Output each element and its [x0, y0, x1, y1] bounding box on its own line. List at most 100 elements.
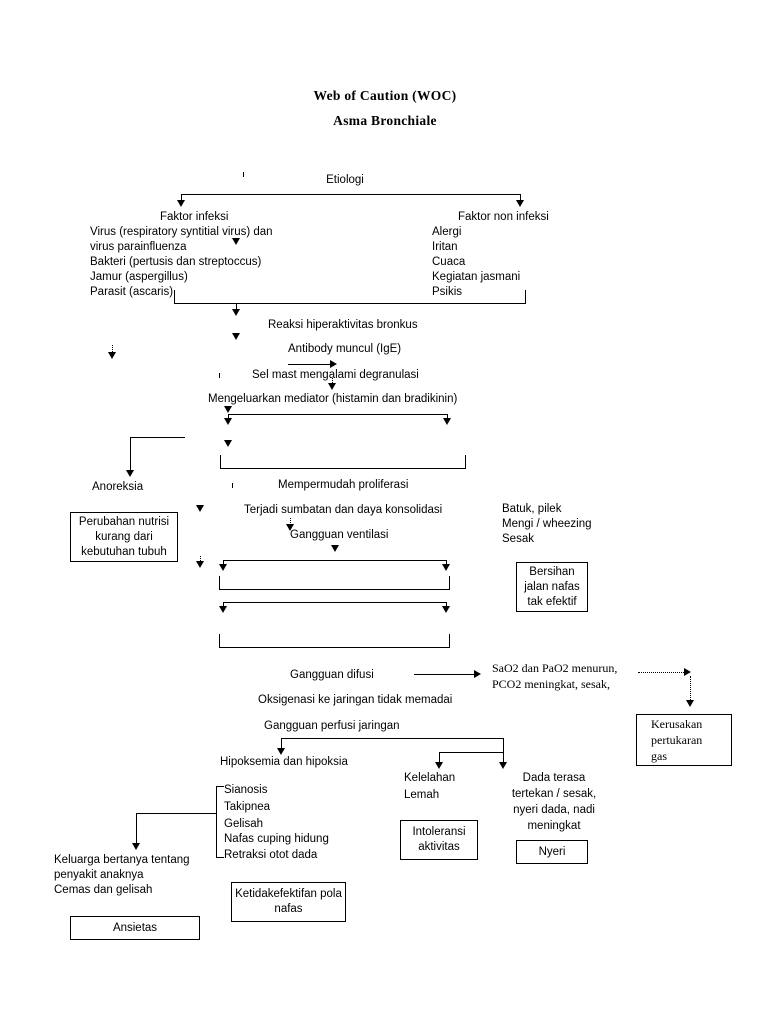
node-kelelahan-line-1: Kelelahan: [404, 772, 456, 784]
node-faktor-infeksi: Faktor infeksi: [160, 211, 229, 223]
connector-dotted-stray-loop1: [200, 556, 201, 563]
stray-tick-proliferasi: [232, 483, 233, 488]
arrowhead-ventilasi-down: [331, 545, 339, 552]
diagnosis-ketidakefektifan-pola-nafas[interactable]: Ketidakefektifan pola nafas: [231, 882, 346, 922]
list-item-infeksi-3: Jamur (aspergillus): [90, 271, 188, 283]
list-item-infeksi-1: virus parainfluenza: [90, 241, 187, 253]
list-item-tanda-4: Retraksi otot dada: [224, 849, 318, 861]
arrowhead-antibody: [232, 333, 240, 340]
connector-merge-stem: [236, 304, 237, 311]
connector-dada-stem: [503, 752, 504, 764]
node-sao2-line-2: PCO2 meningkat, sesak,: [492, 677, 610, 691]
node-gangguan-ventilasi: Gangguan ventilasi: [290, 529, 389, 541]
diagnosis-intoleransi-aktivitas[interactable]: Intoleransi aktivitas: [400, 820, 478, 860]
connector-dotted-sel-mast: [332, 378, 333, 385]
arrowhead-loop1-left: [219, 564, 227, 571]
arrowhead-stray-infeksi: [232, 238, 240, 245]
diagnosis-kerusakan-pertukaran-gas[interactable]: Kerusakan pertukaran gas: [636, 714, 732, 766]
node-antibody-muncul: Antibody muncul (IgE): [288, 343, 402, 355]
connector-etiologi-split: [181, 194, 521, 195]
connector-mediator-split: [228, 414, 448, 415]
connector-loop2-top: [223, 602, 447, 603]
list-item-tanda-0: Sianosis: [224, 784, 268, 796]
connector-keluarga-stem: [136, 813, 137, 846]
stray-tick-sel-mast: [219, 373, 220, 378]
connector-loop1-right-stem: [446, 560, 447, 566]
node-sel-mast: Sel mast mengalami degranulasi: [252, 369, 419, 381]
arrowhead-keluarga: [132, 843, 140, 850]
diagnosis-perubahan-nutrisi[interactable]: Perubahan nutrisi kurang dari kebutuhan …: [70, 512, 178, 562]
connector-loop2-left-stem: [223, 602, 224, 608]
list-item-tanda-1: Takipnea: [224, 801, 271, 813]
arrowhead-proliferasi-feed: [224, 440, 232, 447]
list-item-keluarga-2: Cemas dan gelisah: [54, 884, 153, 896]
list-item-infeksi-2: Bakteri (pertusis dan streptoccus): [90, 256, 262, 268]
arrowhead-hipoksemia: [277, 748, 285, 755]
diagnosis-bersihan-jalan-nafas[interactable]: Bersihan jalan nafas tak efektif: [516, 562, 588, 612]
arrowhead-mediator-left: [224, 418, 232, 425]
node-sao2-line-1: SaO2 dan PaO2 menurun,: [492, 661, 618, 675]
arrowhead-dotted-stray-loop1: [196, 561, 204, 568]
connector-merge-faktor: [174, 290, 526, 304]
arrowhead-stray-sumbatan: [196, 505, 204, 512]
arrowhead-antibody-right: [330, 360, 337, 368]
arrowhead-dotted-sao2-right: [684, 668, 691, 676]
connector-perfusi-left-stem: [281, 738, 282, 750]
arrowhead-kelelahan: [435, 762, 443, 769]
connector-loop2-bottom-bracket: [219, 634, 450, 648]
arrowhead-anoreksia: [126, 470, 134, 477]
connector-anoreksia-stem: [130, 437, 131, 472]
arrowhead-gangguan-ventilasi: [286, 524, 294, 531]
connector-loop1-bottom-bracket: [219, 576, 450, 590]
connector-dotted-ventilasi: [290, 518, 291, 525]
connector-brace-tanda-list: [216, 786, 224, 858]
list-item-infeksi-4: Parasit (ascaris): [90, 286, 174, 298]
node-gangguan-perfusi: Gangguan perfusi jaringan: [264, 720, 400, 732]
list-item-non-infeksi-1: Iritan: [432, 241, 458, 253]
connector-mediator-right-stem: [447, 414, 448, 420]
node-mengeluarkan-mediator: Mengeluarkan mediator (histamin dan brad…: [208, 393, 458, 405]
arrowhead-loop2-right: [442, 606, 450, 613]
diagnosis-ansietas[interactable]: Ansietas: [70, 916, 200, 940]
list-item-non-infeksi-2: Cuaca: [432, 256, 466, 268]
connector-kelelahan-dada-split: [439, 752, 504, 753]
connector-dotted-sao2-right: [638, 672, 686, 673]
list-item-keluarga-1: penyakit anaknya: [54, 869, 144, 881]
connector-anoreksia-top: [130, 437, 185, 438]
connector-loop1-top: [223, 560, 447, 561]
connector-dotted-stray-left: [112, 345, 113, 354]
arrowhead-faktor-non-infeksi: [516, 200, 524, 207]
list-item-non-infeksi-0: Alergi: [432, 226, 462, 238]
connector-loop1-left-stem: [223, 560, 224, 566]
connector-etiologi-right-stem: [520, 194, 521, 202]
connector-bracket-proliferasi: [220, 455, 466, 469]
connector-perfusi-split: [281, 738, 503, 739]
connector-perfusi-right-stem: [503, 738, 504, 752]
node-etiologi: Etiologi: [326, 174, 364, 186]
list-item-gejala-1: Mengi / wheezing: [502, 518, 592, 530]
list-item-gejala-0: Batuk, pilek: [502, 503, 562, 515]
node-terjadi-sumbatan: Terjadi sumbatan dan daya konsolidasi: [244, 504, 443, 516]
list-item-non-infeksi-3: Kegiatan jasmani: [432, 271, 521, 283]
connector-dotted-kerusakan-stem: [690, 676, 691, 702]
arrowhead-mediator-right: [443, 418, 451, 425]
diagnosis-nyeri[interactable]: Nyeri: [516, 840, 588, 864]
connector-mediator-left-stem: [228, 414, 229, 420]
arrowhead-dotted-stray-left: [108, 352, 116, 359]
connector-etiologi-left-stem: [181, 194, 182, 202]
arrowhead-reaksi-hiperaktivitas: [232, 309, 240, 316]
connector-kelelahan-stem: [439, 752, 440, 764]
arrowhead-mediator-down: [224, 406, 232, 413]
arrowhead-difusi-to-sao2: [474, 670, 481, 678]
page-title-line-2: Asma Bronchiale: [333, 113, 437, 128]
arrowhead-loop2-left: [219, 606, 227, 613]
list-item-infeksi-0: Virus (respiratory syntitial virus) dan: [90, 226, 273, 238]
list-item-gejala-2: Sesak: [502, 533, 534, 545]
list-item-keluarga-0: Keluarga bertanya tentang: [54, 854, 190, 866]
connector-antibody-right: [288, 364, 332, 365]
node-faktor-non-infeksi: Faktor non infeksi: [458, 211, 549, 223]
page-title-line-1: Web of Caution (WOC): [313, 88, 457, 103]
node-dada-terasa: Dada terasa tertekan / sesak, nyeri dada…: [511, 772, 597, 832]
arrowhead-mediator: [328, 383, 336, 390]
